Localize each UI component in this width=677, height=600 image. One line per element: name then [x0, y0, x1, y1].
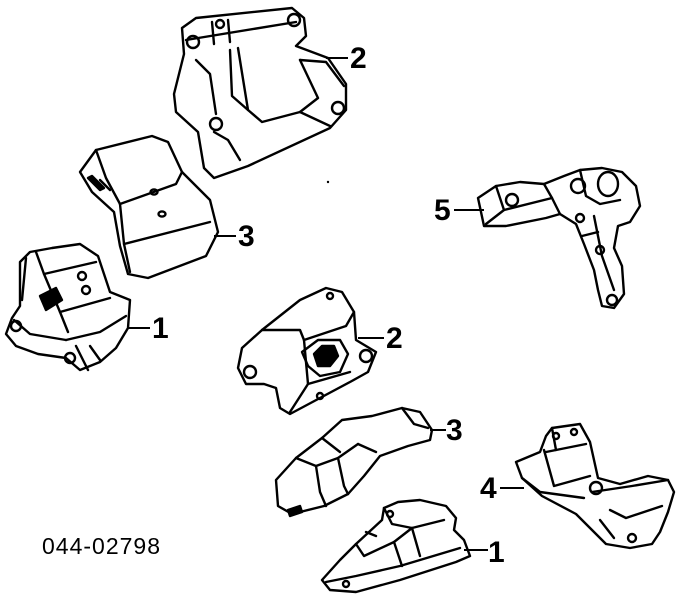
callout-top-mount-2: 2 — [326, 42, 367, 75]
callout-label: 3 — [238, 220, 255, 253]
callout-rear-mount-5: 5 — [434, 194, 484, 227]
callout-label: 1 — [488, 536, 505, 569]
stray-dot — [326, 180, 330, 184]
callout-label: 1 — [152, 312, 169, 345]
part-bottom-mount — [320, 498, 472, 594]
part-left-mount — [4, 242, 132, 372]
callout-center-insulator-3: 3 — [430, 414, 463, 447]
part-right-bracket — [514, 422, 676, 550]
callout-label: 2 — [386, 322, 403, 355]
part-rear-mount — [476, 166, 642, 310]
callout-bottom-mount-1: 1 — [464, 536, 505, 569]
callout-left-mount-1: 1 — [128, 312, 169, 345]
part-number: 044-02798 — [42, 533, 161, 559]
part-left-insulator — [78, 134, 220, 280]
part-top-mount — [172, 6, 348, 180]
callout-center-mount-2: 2 — [358, 322, 403, 355]
callout-label: 2 — [350, 42, 367, 75]
callout-label: 5 — [434, 194, 451, 227]
callout-label: 3 — [446, 414, 463, 447]
callout-left-insulator-3: 3 — [214, 220, 255, 253]
part-center-mount — [236, 286, 378, 416]
part-center-insulator — [274, 406, 434, 518]
callout-label: 4 — [480, 472, 497, 505]
callout-right-bracket-4: 4 — [480, 472, 524, 505]
